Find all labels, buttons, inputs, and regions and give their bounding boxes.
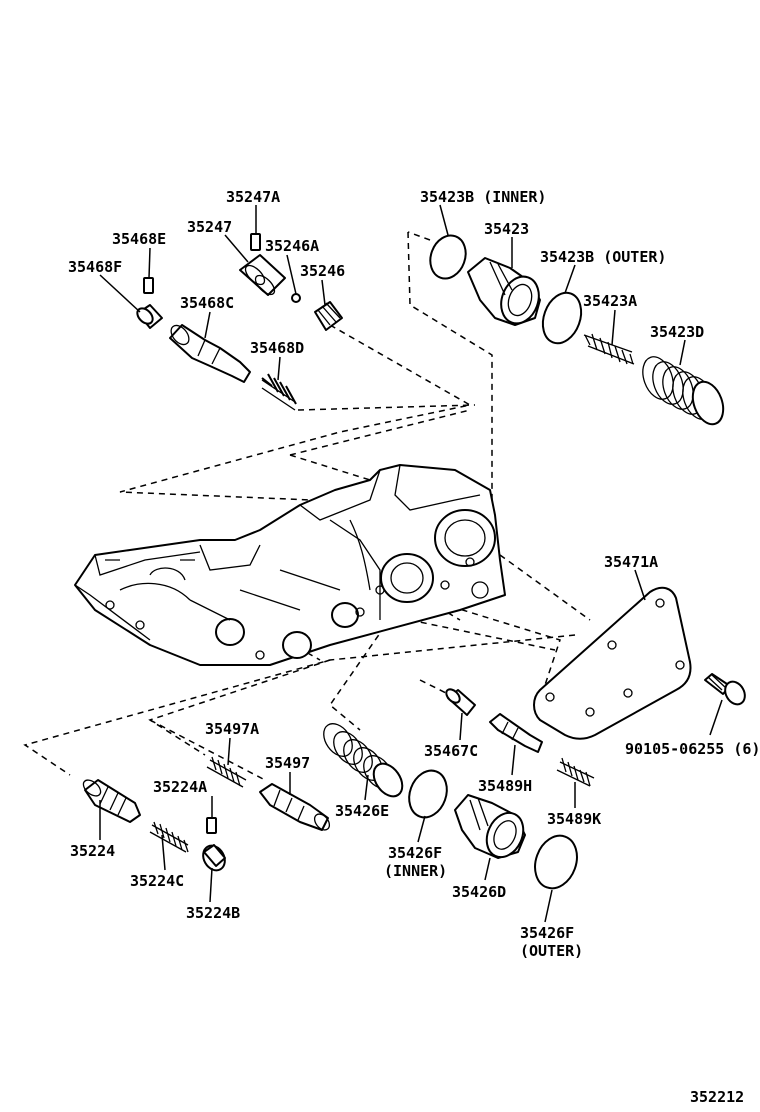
label-35468F: 35468F [68,258,122,276]
label-35247: 35247 [187,218,232,236]
part-35426E-spring [323,723,404,798]
part-90105-bolt [704,673,746,706]
part-labels: 35247A 35247 35246A 35246 35468E 35468F … [68,188,760,1106]
part-35426F-outer-oring [534,834,578,890]
label-35426F-inner-line1: 35426F [388,844,442,862]
label-35467C: 35467C [424,742,478,760]
label-35426F-outer-line2: (OUTER) [520,942,583,960]
part-35224C-spring [149,821,189,853]
label-35489H: 35489H [478,777,532,795]
part-35489H [489,713,543,753]
part-35426D-sleeve [454,794,526,859]
label-35497A: 35497A [205,720,259,738]
part-35224 [82,779,141,823]
label-35426E: 35426E [335,802,389,820]
label-35423B-outer: 35423B (OUTER) [540,248,666,266]
label-35426F-inner-line2: (INNER) [384,862,447,880]
label-35426F-outer-line1: 35426F [520,924,574,942]
label-35468C: 35468C [180,294,234,312]
label-90105: 90105-06255 (6) [625,740,760,758]
part-35246 [314,301,343,331]
figure-number: 352212 [690,1088,744,1106]
part-35423B-outer-oring [541,291,583,345]
label-35224: 35224 [70,842,115,860]
label-35423D: 35423D [650,323,704,341]
label-35423B-inner: 35423B (INNER) [420,188,546,206]
part-35423-sleeve [467,257,541,326]
part-35468F [136,304,163,329]
part-35468D [261,373,297,411]
part-35471A-plate [533,586,692,740]
part-35468E [143,277,154,294]
label-35247A: 35247A [226,188,280,206]
label-35246: 35246 [300,262,345,280]
label-35423A: 35423A [583,292,637,310]
label-35426D: 35426D [452,883,506,901]
part-35426F-inner-oring [408,769,448,819]
label-35497: 35497 [265,754,310,772]
part-35423B-inner-oring [429,234,467,280]
label-35224B: 35224B [186,904,240,922]
label-35468E: 35468E [112,230,166,248]
part-35224B [202,844,226,872]
label-35423: 35423 [484,220,529,238]
label-35224C: 35224C [130,872,184,890]
part-35497-valve [259,783,331,831]
part-35423A-spring [583,333,635,365]
valve-body [74,464,506,666]
label-35468D: 35468D [250,339,304,357]
label-35224A: 35224A [153,778,207,796]
part-35423D-spring [642,356,725,426]
part-35468C [169,324,251,383]
label-35471A: 35471A [604,553,658,571]
label-35489K: 35489K [547,810,601,828]
part-35489K-spring [556,757,595,787]
part-35247A [250,233,261,251]
part-35247 [239,254,286,296]
part-35246A [291,293,301,303]
label-35246A: 35246A [265,237,319,255]
part-35467C [445,688,476,716]
part-35224A [206,817,217,834]
part-35497A-spring [206,756,247,788]
leader-lines [99,204,723,923]
